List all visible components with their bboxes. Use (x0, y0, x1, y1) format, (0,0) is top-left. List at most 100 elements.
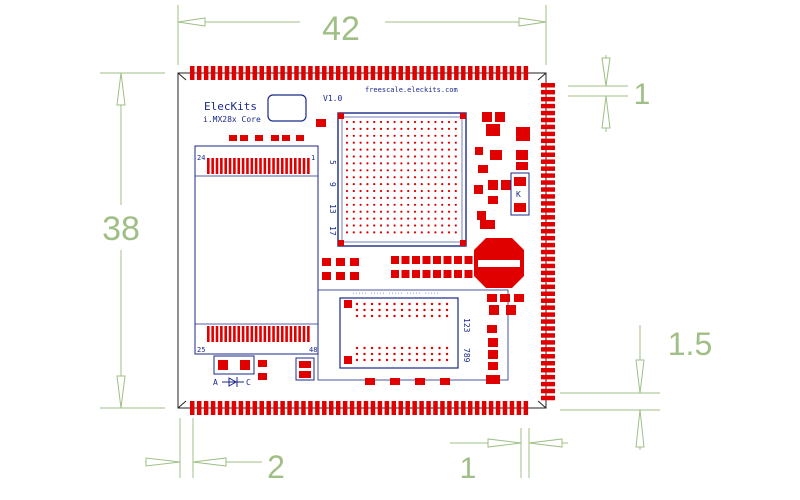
edge-pad-top (516, 66, 522, 80)
mid-passive (433, 270, 441, 278)
bga-ball (441, 155, 444, 158)
bga-ball (447, 189, 451, 193)
edge-pad-top (419, 66, 424, 80)
lower-bga-ball (438, 302, 441, 306)
bga-ball (386, 189, 389, 193)
bga-ball (413, 231, 417, 234)
bga-ball (352, 217, 355, 220)
bga-ball (447, 210, 451, 213)
edge-pad-right (541, 256, 555, 262)
edge-pad-bottom (245, 401, 251, 415)
mid-passive (422, 270, 431, 278)
bga-ball (359, 210, 362, 213)
bga-ball (379, 127, 383, 130)
bga-ball (447, 183, 451, 186)
bottom-left-chip (295, 357, 315, 381)
lower-bga-ball (400, 308, 404, 312)
bga-ball (400, 224, 403, 227)
connector-pin (207, 326, 210, 342)
edge-pad-right (541, 367, 555, 373)
lower-bga-ball (385, 352, 389, 356)
connector-pin (294, 158, 297, 174)
edge-pad-right (541, 298, 555, 303)
bga-ball (407, 169, 410, 172)
bga-ball (447, 196, 451, 199)
edge-pad-right (541, 340, 555, 345)
bga-ball (379, 162, 383, 165)
lower-bga-label-bottom: 789 (462, 348, 471, 363)
bga-ball (420, 141, 423, 144)
edge-pad-bottom (405, 401, 410, 415)
lower-edge-pads (365, 378, 450, 385)
edge-pad-right (541, 124, 555, 130)
bga-ball (379, 224, 383, 227)
bga-ball (345, 196, 349, 199)
bga-ball (400, 155, 403, 158)
lower-bga-ball (393, 308, 396, 312)
connector-pin (298, 158, 301, 174)
bga-ball (393, 148, 396, 151)
bga-ball (345, 210, 349, 213)
lower-bga-ball (385, 302, 389, 306)
edge-pad-top (335, 66, 341, 80)
edge-pad-bottom (440, 401, 445, 415)
bga-ball (379, 141, 383, 144)
bga-ball (345, 169, 349, 172)
edge-pad-bottom (273, 401, 278, 415)
edge-pad-bottom (335, 401, 341, 415)
bga-ball (407, 196, 410, 199)
bga-ball (420, 224, 423, 227)
lower-bga-ball (370, 308, 374, 312)
connector-pin (263, 158, 267, 174)
dimension-annotations (100, 5, 660, 478)
brand-label: ElecKits (204, 100, 257, 113)
edge-pad-bottom (356, 401, 362, 415)
mid-passive (464, 270, 473, 278)
edge-pad-top (203, 66, 209, 80)
bga-ball (447, 169, 451, 172)
edge-pad-right (541, 312, 555, 317)
small-cap-left-2 (258, 373, 267, 380)
bga-ball (352, 210, 355, 213)
edge-pad-top (454, 66, 459, 80)
bga-row-label-9: 9 (328, 182, 337, 187)
edge-pad-top (433, 66, 438, 80)
edge-pad-right (541, 333, 555, 338)
bga-ball (345, 127, 349, 130)
bga-ball (379, 176, 383, 179)
lower-bga-ball (363, 308, 366, 312)
bga-ball (379, 189, 383, 193)
bga-ball (393, 120, 396, 124)
bga-ball (427, 217, 430, 220)
bga-ball (454, 231, 457, 234)
lower-bga-ball (385, 358, 389, 362)
connector-pin (298, 326, 301, 342)
bga-ball (379, 183, 383, 186)
edge-pad-bottom (259, 401, 264, 415)
connector-pin (272, 326, 275, 342)
lower-bga-ball (408, 346, 411, 350)
bga-ball (420, 217, 423, 220)
bga-ball (427, 120, 430, 124)
edge-pad-right (541, 187, 555, 192)
bga-ball (441, 210, 444, 213)
connector-pin (289, 326, 293, 342)
connector-pin (246, 326, 249, 342)
bga-ball (413, 176, 417, 179)
lower-bga-ball (423, 302, 426, 306)
bga-ball (352, 148, 355, 151)
lower-bga-ball (415, 308, 419, 312)
bga-ball (407, 231, 410, 234)
edge-pad-top (370, 66, 376, 80)
bga-ball (434, 183, 437, 186)
edge-pad-right (541, 110, 555, 116)
connector-pin (267, 326, 271, 342)
bga-ball (434, 134, 437, 137)
bga-ball (400, 141, 403, 144)
lower-bga-ball (400, 314, 404, 318)
diode-pad-top (514, 177, 526, 186)
mid-passive (412, 256, 420, 264)
bga-ball (393, 231, 396, 234)
lower-bga-ball (385, 346, 389, 350)
bga-ball (373, 217, 376, 220)
